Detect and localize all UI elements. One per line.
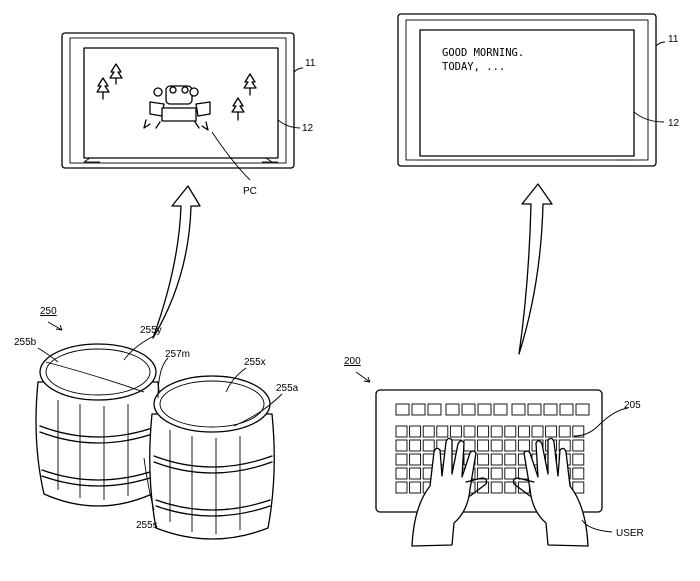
keyboard-key [490, 453, 503, 466]
keyboard-key [493, 403, 508, 416]
keyboard-key [409, 425, 422, 438]
tree-icon [109, 63, 123, 85]
arrow-left [152, 185, 201, 339]
keyboard-key [427, 403, 442, 416]
keyboard-key [490, 439, 503, 452]
label-pc: PC [243, 186, 257, 197]
keyboard-key [572, 425, 585, 438]
keyboard-key [395, 425, 408, 438]
keyboard-key [504, 453, 517, 466]
keyboard-key [504, 481, 517, 494]
keyboard-key [531, 425, 544, 438]
keyboard-key [477, 439, 490, 452]
keyboard-key [545, 425, 558, 438]
right-display-device: GOOD MORNING. TODAY, ... 11 12 [397, 13, 680, 167]
label-250: 250 [40, 306, 57, 317]
keyboard-key [395, 481, 408, 494]
label-11-right: 11 [668, 34, 679, 45]
keyboard-key [409, 481, 422, 494]
keyboard-key [543, 403, 558, 416]
keyboard-key [477, 481, 490, 494]
label-12-left: 12 [302, 123, 314, 134]
keyboard-key [511, 403, 526, 416]
screen-text-line-1: GOOD MORNING. [442, 47, 524, 59]
keyboard-key [411, 403, 426, 416]
keyboard-key [409, 439, 422, 452]
right-drum [149, 375, 275, 540]
keyboard-key [395, 467, 408, 480]
keyboard-key [409, 467, 422, 480]
keyboard-key [575, 403, 590, 416]
keyboard-key [461, 403, 476, 416]
keyboard-key [490, 467, 503, 480]
label-user: USER [616, 528, 644, 539]
keyboard-key [436, 425, 449, 438]
keyboard-key [572, 439, 585, 452]
label-11-left: 11 [305, 58, 316, 69]
keyboard-key [463, 425, 476, 438]
left-drum [35, 343, 161, 507]
keyboard-key [490, 425, 503, 438]
label-255y: 255y [140, 325, 162, 336]
keyboard-key [477, 425, 490, 438]
tree-icon [243, 73, 257, 96]
keyboard-key [422, 439, 435, 452]
keyboard-key [477, 403, 492, 416]
screen-text-line-2: TODAY, ... [442, 61, 505, 73]
keyboard-key [395, 453, 408, 466]
player-character-icon [143, 85, 211, 131]
right-hand-icon [512, 437, 589, 547]
keyboard-key [395, 439, 408, 452]
keyboard-key [517, 439, 530, 452]
label-205: 205 [624, 400, 641, 411]
keyboard-key [559, 403, 574, 416]
keyboard-key [558, 425, 571, 438]
keyboard-key [477, 453, 490, 466]
keyboard-key [517, 425, 530, 438]
tree-icon [96, 77, 110, 100]
keyboard-key [422, 425, 435, 438]
arrow-right [518, 183, 553, 355]
keyboard-key [572, 467, 585, 480]
keyboard-key [527, 403, 542, 416]
keyboard-key [449, 425, 462, 438]
label-255b: 255b [14, 337, 37, 348]
drum-controller-set: 250 [14, 306, 299, 540]
keyboard-key [445, 403, 460, 416]
label-255a: 255a [276, 383, 299, 394]
keyboard-key [490, 481, 503, 494]
keyboard-key [572, 453, 585, 466]
label-255x: 255x [244, 357, 266, 368]
keyboard-system: 200 205 USER [344, 356, 644, 547]
keyboard-key [409, 453, 422, 466]
keyboard-key [504, 467, 517, 480]
tree-icon [231, 97, 245, 121]
label-12-right: 12 [668, 118, 680, 129]
keyboard-key [572, 481, 585, 494]
label-255s: 255s [136, 520, 158, 531]
label-200: 200 [344, 356, 361, 367]
keyboard-key [395, 403, 410, 416]
keyboard-key [504, 425, 517, 438]
keyboard-key [504, 439, 517, 452]
keyboard-key [477, 467, 490, 480]
left-display-device: 11 12 PC [61, 32, 316, 197]
label-257m: 257m [165, 349, 190, 360]
left-hand-icon [411, 437, 488, 547]
